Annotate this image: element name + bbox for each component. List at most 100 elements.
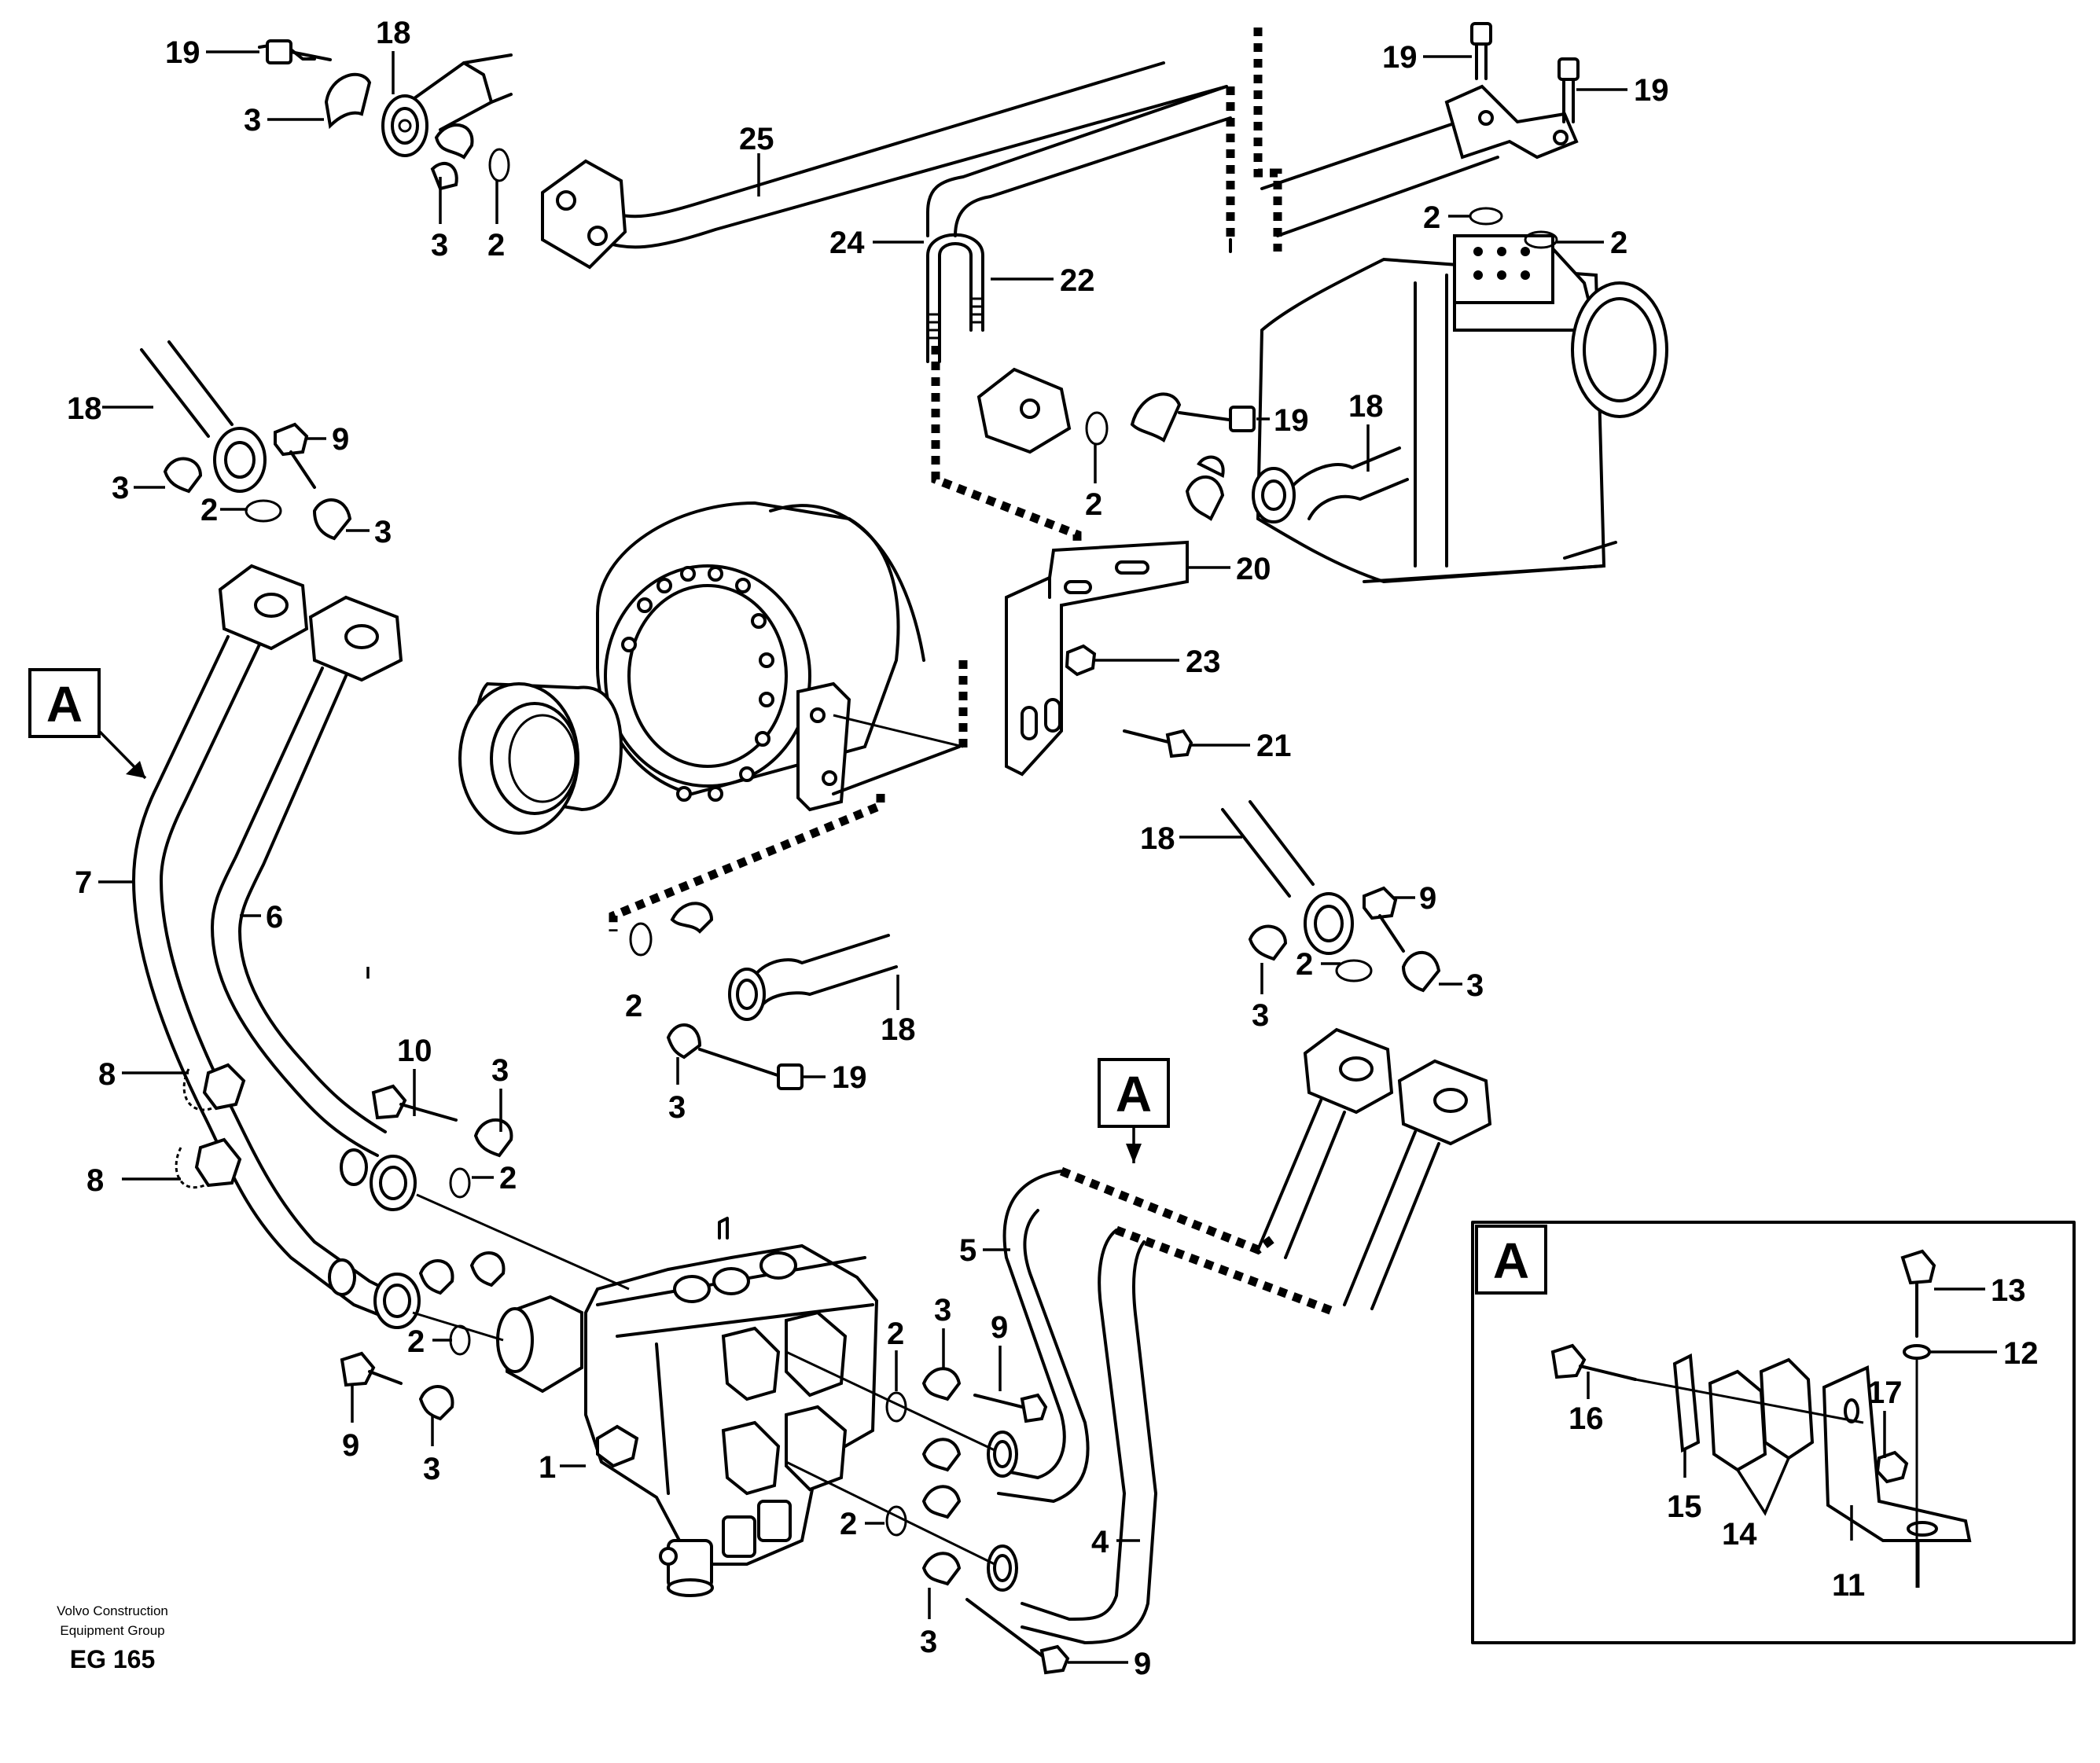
clamp-half bbox=[324, 72, 474, 191]
fitting-right-a bbox=[987, 1431, 1018, 1478]
u-bolt-22 bbox=[926, 233, 984, 363]
callout-number: 18 bbox=[376, 16, 411, 50]
callout-number: 9 bbox=[991, 1310, 1008, 1345]
oring-2-center-lower bbox=[629, 922, 653, 957]
callout-15: 15 bbox=[1667, 1450, 1702, 1524]
oring-2-right-a bbox=[1469, 207, 1503, 226]
callout-number: 9 bbox=[1134, 1647, 1151, 1681]
view-marker-label-left: A bbox=[46, 676, 83, 733]
callout-9-a: 9 bbox=[307, 422, 349, 457]
spacer-15 bbox=[1672, 1353, 1701, 1453]
callout-18-b: 18 bbox=[1348, 389, 1384, 472]
callout-number: 2 bbox=[487, 228, 505, 263]
hose-18-upper-right bbox=[1252, 446, 1409, 523]
callout-number: 5 bbox=[959, 1233, 976, 1268]
callout-8-a: 8 bbox=[98, 1057, 189, 1092]
callout-3-h: 3 bbox=[1252, 963, 1269, 1033]
flange-24 bbox=[976, 367, 1072, 454]
hose-18-right-mid bbox=[1221, 800, 1354, 955]
callout-number: 19 bbox=[1382, 40, 1418, 75]
callout-14: 14 bbox=[1722, 1457, 1790, 1552]
callout-2-a: 2 bbox=[487, 181, 505, 263]
callout-3-f: 3 bbox=[423, 1415, 440, 1486]
hose-18-top bbox=[381, 53, 513, 157]
oring-2-top-left bbox=[488, 148, 510, 182]
hose-18-lower-center bbox=[728, 934, 898, 1021]
bracket-11 bbox=[1822, 1365, 1972, 1542]
flange-25 bbox=[541, 159, 627, 270]
flange-right-a bbox=[1303, 1027, 1394, 1115]
callout-number: 3 bbox=[431, 228, 448, 263]
bolt-16 bbox=[1550, 1343, 1637, 1381]
view-marker-left: A bbox=[28, 668, 147, 780]
callout-number: 2 bbox=[625, 989, 642, 1023]
callout-number: 3 bbox=[374, 515, 392, 549]
callout-19-c: 19 bbox=[1576, 73, 1669, 108]
callout-2-g: 2 bbox=[407, 1324, 452, 1359]
callout-number: 19 bbox=[1634, 73, 1669, 108]
callout-number: 11 bbox=[1832, 1568, 1865, 1603]
clamp-halves-14 bbox=[1708, 1357, 1815, 1472]
callout-number: 7 bbox=[75, 865, 92, 900]
callout-number: 3 bbox=[668, 1090, 686, 1125]
callout-number: 3 bbox=[491, 1053, 509, 1088]
callout-5: 5 bbox=[959, 1233, 1010, 1268]
callout-number: 18 bbox=[67, 391, 102, 426]
callout-1: 1 bbox=[539, 1450, 586, 1485]
callout-number: 23 bbox=[1186, 645, 1221, 679]
flange-right-b bbox=[1397, 1059, 1492, 1146]
callout-18-c: 18 bbox=[67, 391, 153, 426]
callout-number: 6 bbox=[266, 900, 283, 935]
callout-20: 20 bbox=[1187, 552, 1271, 586]
oring-2-right-lower-b bbox=[885, 1505, 907, 1537]
callout-9-e: 9 bbox=[1068, 1647, 1151, 1681]
dashed-route-right bbox=[1059, 1166, 1338, 1317]
callout-18-e: 18 bbox=[1140, 821, 1242, 856]
washer-12 bbox=[1903, 1344, 1931, 1360]
callout-17: 17 bbox=[1867, 1376, 1903, 1458]
callout-number: 20 bbox=[1236, 552, 1271, 586]
callout-6: 6 bbox=[240, 900, 283, 935]
callout-number: 1 bbox=[539, 1450, 556, 1485]
oring-2-right-mid bbox=[1335, 959, 1373, 983]
fitting-left-b bbox=[328, 1258, 421, 1329]
bolt-9-right-lower-a bbox=[973, 1393, 1048, 1423]
callout-3-d: 3 bbox=[346, 515, 392, 549]
callout-7: 7 bbox=[75, 865, 134, 900]
clamp-center-lower bbox=[666, 902, 714, 1060]
callout-number: 3 bbox=[112, 471, 129, 505]
callout-number: 24 bbox=[829, 226, 865, 260]
callout-3-k: 3 bbox=[920, 1588, 937, 1659]
bolt-19-center-lower bbox=[698, 1048, 804, 1090]
pipe-5 bbox=[997, 1099, 1346, 1503]
callout-19-e: 19 bbox=[802, 1060, 867, 1095]
callout-number: 9 bbox=[1419, 881, 1436, 916]
callout-8-b: 8 bbox=[86, 1163, 181, 1198]
fitting-left-a bbox=[340, 1148, 417, 1211]
callout-number: 13 bbox=[1991, 1273, 2026, 1308]
detail-box-label: A bbox=[1493, 1232, 1529, 1289]
callout-number: 19 bbox=[832, 1060, 867, 1095]
callout-number: 3 bbox=[920, 1625, 937, 1659]
callout-number: 17 bbox=[1867, 1376, 1903, 1410]
callout-25: 25 bbox=[739, 122, 774, 197]
callout-number: 2 bbox=[200, 493, 218, 527]
callout-3-b: 3 bbox=[431, 177, 448, 263]
pipe-7 bbox=[132, 635, 403, 1322]
callout-19-d: 19 bbox=[1256, 403, 1309, 438]
callout-11: 11 bbox=[1832, 1505, 1865, 1603]
nut-17 bbox=[1875, 1450, 1909, 1484]
nut-23 bbox=[1065, 644, 1097, 677]
callout-2-h: 2 bbox=[366, 967, 642, 1023]
callout-2-b: 2 bbox=[1423, 200, 1470, 235]
view-marker-label-right: A bbox=[1116, 1066, 1152, 1122]
drawing-code: EG 165 bbox=[70, 1645, 156, 1673]
callout-2-f: 2 bbox=[472, 1161, 517, 1196]
oring-2-right-b bbox=[1524, 230, 1558, 249]
footer-block: Volvo Construction Equipment Group EG 16… bbox=[57, 1603, 168, 1673]
pipe-24 bbox=[926, 85, 1232, 582]
brand-line-1: Volvo Construction bbox=[57, 1603, 168, 1618]
brand-line-2: Equipment Group bbox=[60, 1623, 164, 1638]
pipe-6 bbox=[211, 667, 387, 1157]
